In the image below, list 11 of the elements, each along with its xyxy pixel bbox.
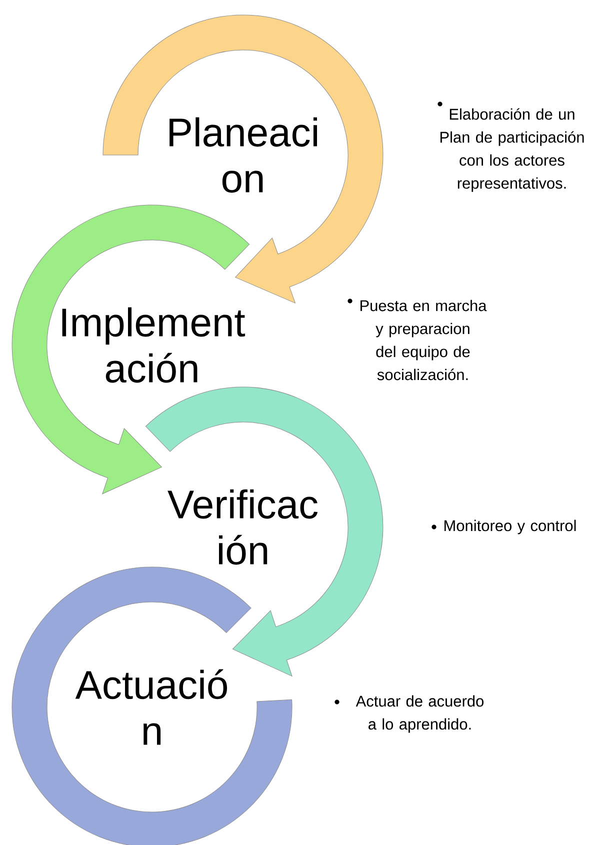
bullet-point: Puesta en marcha y preparacion del equipo de socialización.	[348, 298, 487, 380]
circular-arrow	[102, 14, 384, 304]
ring-stage: Actuació n	[12, 566, 292, 845]
bullet-point: Monitoreo y control	[432, 520, 576, 534]
stage-label: Verificac ión	[168, 489, 318, 565]
circular-arrow	[12, 204, 250, 494]
bullet-point: Elaboración de un Plan de participación con los actores representativos.	[438, 102, 584, 192]
stage-label: Planeaci on	[170, 117, 317, 193]
stage-label: Implement ación	[62, 307, 246, 383]
circular-arrow	[145, 386, 384, 676]
bullet-point: Actuar de acuerdo a lo aprendido.	[334, 695, 484, 733]
